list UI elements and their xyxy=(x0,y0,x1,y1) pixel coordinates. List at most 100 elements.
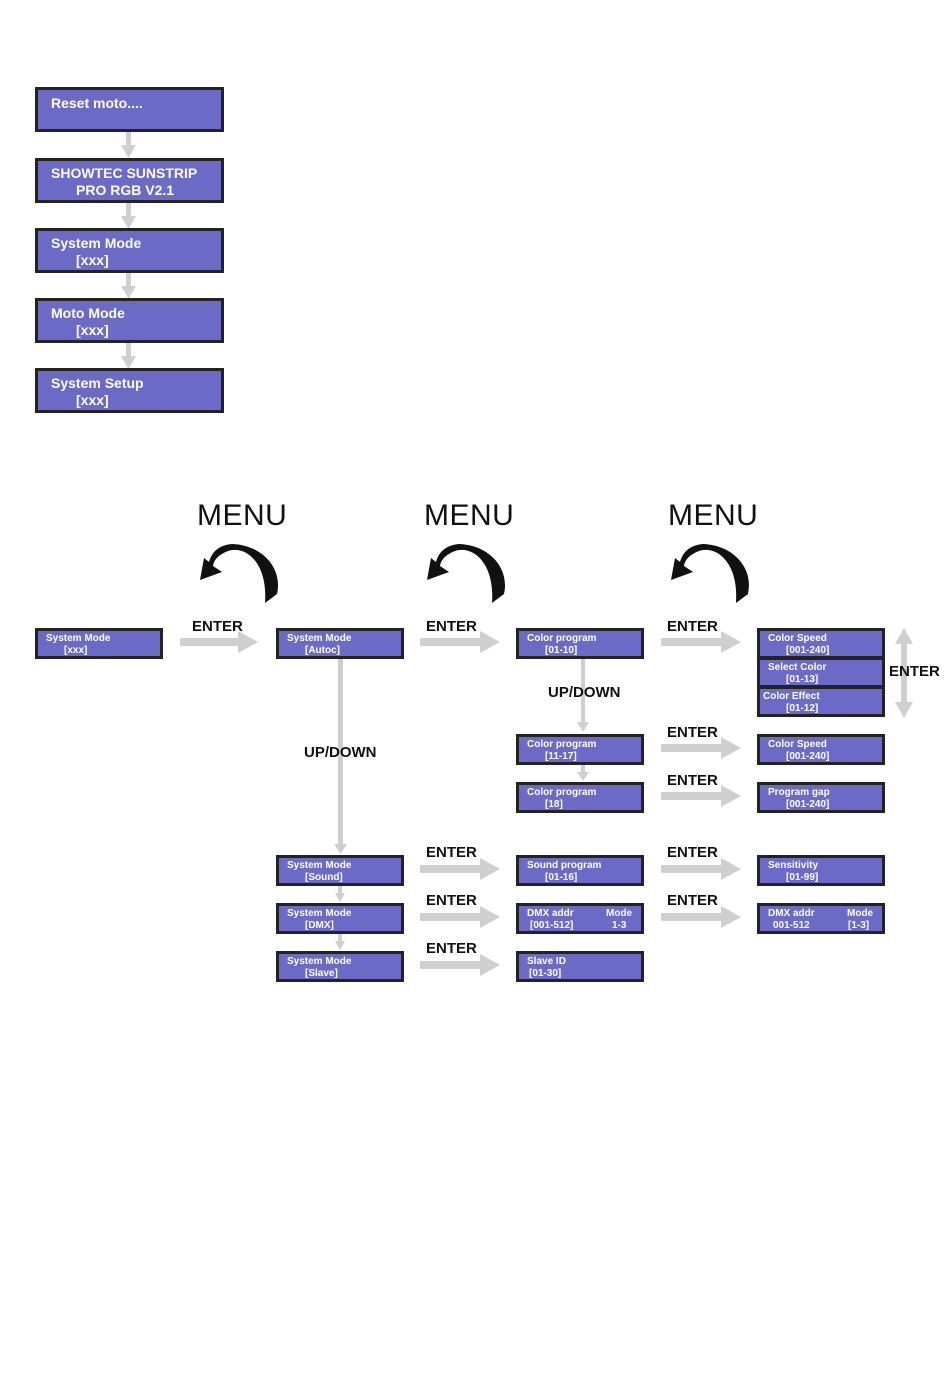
lcd-line-2: [11-17] xyxy=(545,751,577,762)
lcd-sensitivity: Sensitivity [01-99] xyxy=(757,855,885,886)
lcd-color-effect: Color Effect [01-12] xyxy=(757,686,885,717)
lcd-sound-program: Sound program [01-16] xyxy=(516,855,644,886)
lcd-color-speed: Color Speed [001-240] xyxy=(757,628,885,659)
lcd-showtec-sunstrip: SHOWTEC SUNSTRIP PRO RGB V2.1 xyxy=(35,158,224,203)
lcd-root-system-mode: System Mode [xxx] xyxy=(35,628,163,659)
lcd-line-1: Sound program xyxy=(527,860,602,871)
lcd-line-1-right: Mode xyxy=(847,908,874,919)
lcd-line-1: System Mode xyxy=(287,633,352,644)
lcd-line-1: Program gap xyxy=(768,787,830,798)
lcd-line-2: [Slave] xyxy=(305,968,338,979)
startup-down-arrow xyxy=(121,131,136,158)
lcd-line-1: DMX addr xyxy=(527,908,574,919)
lcd-line-1: Moto Mode xyxy=(51,305,125,321)
lcd-line-1: Reset moto.... xyxy=(51,95,143,111)
menu-label: MENU xyxy=(197,499,288,532)
lcd-line-1: Color Speed xyxy=(768,739,827,750)
lcd-line-2: [Sound] xyxy=(305,872,343,883)
enter-arrow xyxy=(661,785,741,807)
lcd-line-2: 001-512 xyxy=(773,920,810,931)
small-down-arrow xyxy=(335,884,345,902)
lcd-line-1: Color Speed xyxy=(768,633,827,644)
lcd-line-2: [xxx] xyxy=(76,252,109,268)
small-down-arrow xyxy=(335,932,345,950)
lcd-line-1: Sensitivity xyxy=(768,860,819,871)
lcd-line-1: System Mode xyxy=(287,860,352,871)
enter-label: ENTER xyxy=(667,844,718,861)
startup-down-arrow xyxy=(121,342,136,369)
lcd-line-2: [18] xyxy=(545,799,563,810)
startup-down-arrow xyxy=(121,272,136,299)
lcd-mode-slave: System Mode [Slave] xyxy=(276,951,404,982)
startup-down-arrow xyxy=(121,202,136,229)
lcd-line-2: [01-99] xyxy=(786,872,819,883)
lcd-line-1: System Mode xyxy=(46,633,111,644)
lcd-color-program-01-10: Color program [01-10] xyxy=(516,628,644,659)
menu-label: MENU xyxy=(668,499,759,532)
lcd-color-program-18: Color program [18] xyxy=(516,782,644,813)
enter-label: ENTER xyxy=(192,618,243,635)
enter-arrow xyxy=(180,631,258,653)
lcd-slave-id: Slave ID [01-30] xyxy=(516,951,644,982)
lcd-line-1: DMX addr xyxy=(768,908,815,919)
updown-line xyxy=(577,658,589,732)
updown-label: UP/DOWN xyxy=(304,744,377,761)
lcd-select-color: Select Color [01-13] xyxy=(757,657,885,688)
enter-label: ENTER xyxy=(667,772,718,789)
updown-line xyxy=(334,658,347,854)
lcd-line-2-right: [1-3] xyxy=(848,920,870,931)
lcd-line-1: Color program xyxy=(527,787,597,798)
lcd-reset-moto: Reset moto.... xyxy=(35,87,224,132)
enter-label: ENTER xyxy=(426,844,477,861)
menu-curved-arrow xyxy=(671,544,750,603)
lcd-system-setup: System Setup [xxx] xyxy=(35,368,224,413)
enter-label: ENTER xyxy=(667,892,718,909)
lcd-program-gap: Program gap [001-240] xyxy=(757,782,885,813)
enter-arrow xyxy=(661,737,741,759)
lcd-line-1-right: Mode xyxy=(606,908,633,919)
lcd-line-2: [xxx] xyxy=(76,322,109,338)
lcd-line-1: System Mode xyxy=(287,956,352,967)
lcd-mode-dmx: System Mode [DMX] xyxy=(276,903,404,934)
enter-arrow xyxy=(661,631,741,653)
enter-label: ENTER xyxy=(667,724,718,741)
lcd-line-2: [01-13] xyxy=(786,674,819,685)
lcd-mode-sound: System Mode [Sound] xyxy=(276,855,404,886)
lcd-line-2: PRO RGB V2.1 xyxy=(76,182,175,198)
lcd-line-1: System Setup xyxy=(51,375,144,391)
lcd-line-2: [01-10] xyxy=(545,645,578,656)
menu-label: MENU xyxy=(424,499,515,532)
lcd-line-2: [xxx] xyxy=(64,645,88,656)
lcd-line-1: Color Effect xyxy=(763,691,820,702)
lcd-line-2: [xxx] xyxy=(76,392,109,408)
lcd-line-2: [01-12] xyxy=(786,703,819,714)
lcd-line-2: [DMX] xyxy=(305,920,334,931)
enter-label: ENTER xyxy=(889,663,940,680)
enter-arrow xyxy=(420,858,500,880)
enter-arrow xyxy=(661,906,741,928)
lcd-line-2: [01-30] xyxy=(529,968,562,979)
lcd-line-1: Color program xyxy=(527,739,597,750)
enter-arrow xyxy=(420,631,500,653)
enter-arrow xyxy=(420,906,500,928)
enter-label: ENTER xyxy=(667,618,718,635)
enter-label: ENTER xyxy=(426,618,477,635)
lcd-line-2: [001-240] xyxy=(786,799,830,810)
lcd-line-1: Color program xyxy=(527,633,597,644)
small-down-arrow xyxy=(577,764,589,781)
updown-label: UP/DOWN xyxy=(548,684,621,701)
lcd-line-1: SHOWTEC SUNSTRIP xyxy=(51,165,198,181)
lcd-line-2: [Autoc] xyxy=(305,645,340,656)
enter-label: ENTER xyxy=(426,892,477,909)
menu-curved-arrow xyxy=(200,544,279,603)
lcd-line-2-right: 1-3 xyxy=(612,920,627,931)
enter-arrow xyxy=(420,954,500,976)
lcd-line-2: [001-512] xyxy=(530,920,574,931)
enter-arrow xyxy=(661,858,741,880)
lcd-moto-mode: Moto Mode [xxx] xyxy=(35,298,224,343)
lcd-color-speed: Color Speed [001-240] xyxy=(757,734,885,765)
lcd-dmx-addr-mode: DMX addr Mode 001-512 [1-3] xyxy=(757,903,885,934)
lcd-line-1: Slave ID xyxy=(527,956,566,967)
lcd-line-2: [001-240] xyxy=(786,645,830,656)
